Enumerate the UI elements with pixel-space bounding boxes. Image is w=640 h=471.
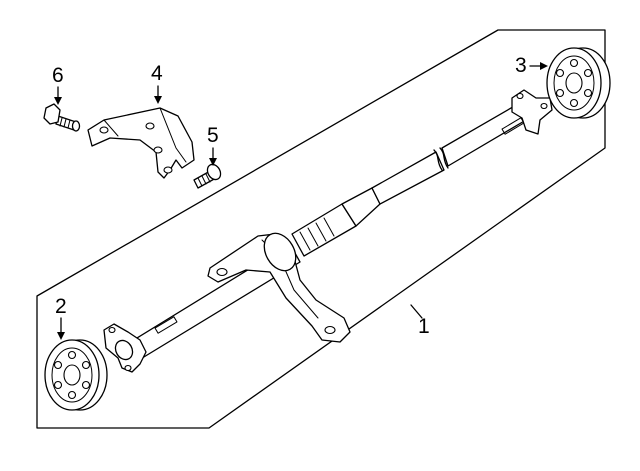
callout-2-label: 2: [55, 295, 67, 318]
bracket-hole: [324, 325, 336, 335]
rear-flex-coupler[interactable]: [546, 47, 611, 119]
bolt-head: [206, 163, 222, 181]
bolt-head: [43, 103, 61, 125]
callout-1-label: 1: [418, 315, 430, 338]
heat-shield[interactable]: [87, 107, 195, 179]
front-tube-label: [154, 316, 178, 334]
callout-5: 5: [207, 124, 219, 166]
rear-flange: [511, 89, 553, 135]
shield-hole: [153, 146, 163, 154]
break-mark: [433, 147, 449, 171]
callout-4-label: 4: [151, 62, 163, 85]
heat-shield-body: [87, 107, 195, 179]
callout-3-label: 3: [515, 54, 527, 77]
shield-bolt[interactable]: [193, 162, 223, 189]
coupler-center-hole: [63, 364, 81, 386]
callout-4: 4: [151, 62, 163, 104]
shield-hole: [163, 166, 173, 174]
bracket-hole: [216, 267, 228, 277]
coupler-center-hole: [565, 72, 583, 94]
callout-6: 6: [52, 64, 64, 105]
shield-hole: [99, 126, 109, 134]
shield-hole: [145, 122, 155, 130]
callout-5-label: 5: [207, 124, 219, 147]
front-flex-coupler[interactable]: [44, 339, 108, 411]
callout-2: 2: [55, 295, 67, 340]
callout-1: 1: [410, 304, 430, 338]
assembly-outline: [36, 29, 606, 429]
callout-6-label: 6: [52, 64, 64, 87]
rear-tube: [371, 151, 445, 205]
bracket-bolt[interactable]: [43, 103, 81, 132]
callout-3: 3: [515, 54, 548, 77]
drive-shaft-assembly[interactable]: [103, 89, 553, 373]
center-bearing: [263, 232, 297, 272]
